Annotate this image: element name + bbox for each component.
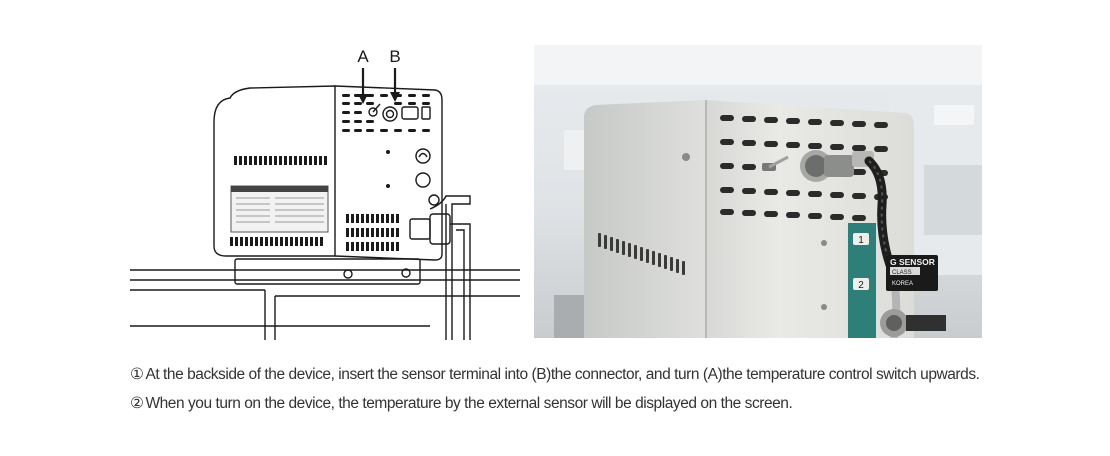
panel-label-bottom: 2 [858, 280, 864, 291]
label-a: A [357, 47, 369, 66]
tag-line3: KOREA [892, 281, 913, 287]
panel-label-top: 1 [858, 235, 864, 246]
tag-line2: CLASS [892, 270, 912, 276]
step-text-1: At the backside of the device, insert th… [145, 366, 980, 383]
tag-line1: G SENSOR [890, 257, 935, 267]
device-rear-diagram: A B [130, 44, 520, 340]
step-number-1: ① [130, 366, 144, 383]
device-rear-photo: 1 2 G SENSOR CLASS KOREA [534, 45, 982, 338]
label-b: B [389, 47, 400, 66]
step-number-2: ② [130, 395, 144, 412]
step-text-2: When you turn on the device, the tempera… [145, 395, 793, 412]
